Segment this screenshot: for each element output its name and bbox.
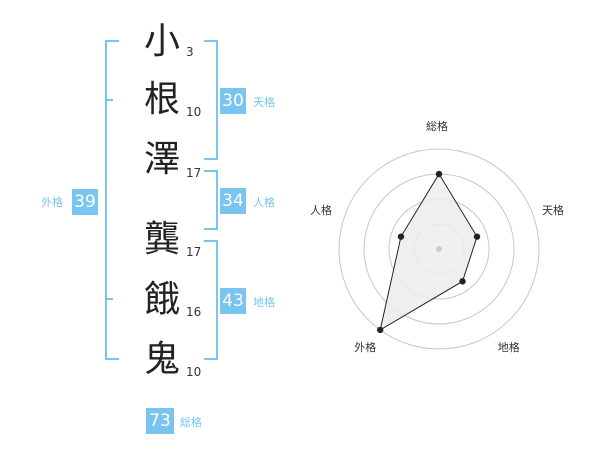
radar-axis-label: 総格 bbox=[426, 120, 448, 133]
tenkaku-bracket bbox=[204, 40, 218, 160]
stroke-count: 3 bbox=[186, 45, 194, 59]
jinkaku-value-badge: 34 bbox=[220, 188, 246, 214]
stroke-count: 16 bbox=[186, 305, 202, 319]
radar-data-point bbox=[435, 170, 443, 178]
stroke-count: 10 bbox=[186, 105, 202, 119]
tenkaku-value-badge: 30 bbox=[220, 88, 246, 114]
stroke-count: 10 bbox=[186, 365, 202, 379]
radar-data-point bbox=[397, 233, 405, 240]
radar-center-dot bbox=[436, 246, 442, 252]
chikaku-label: 地格 bbox=[253, 296, 275, 309]
radar-axis-label: 地格 bbox=[497, 340, 520, 354]
name-char: 鬼 bbox=[143, 339, 180, 380]
radar-axis-label: 天格 bbox=[542, 204, 565, 218]
name-char: 澤 bbox=[143, 139, 180, 180]
stroke-count: 17 bbox=[186, 166, 202, 180]
soukaku-label: 総格 bbox=[180, 416, 202, 429]
name-char: 餓 bbox=[143, 279, 180, 320]
gaikaku-label: 外格 bbox=[41, 196, 63, 209]
stroke-count: 17 bbox=[186, 245, 202, 259]
name-char: 龔 bbox=[143, 219, 180, 260]
bracket-tick bbox=[105, 99, 113, 101]
chikaku-value-badge: 43 bbox=[220, 288, 246, 314]
name-char: 小 bbox=[143, 21, 180, 62]
soukaku-value-badge: 73 bbox=[146, 408, 174, 434]
tenkaku-label: 天格 bbox=[253, 96, 275, 109]
radar-data-point bbox=[459, 278, 466, 285]
radar-data-point bbox=[473, 233, 481, 240]
jinkaku-label: 人格 bbox=[253, 196, 275, 209]
jinkaku-bracket bbox=[204, 170, 218, 230]
chikaku-bracket bbox=[204, 240, 218, 360]
gaikaku-bracket bbox=[105, 40, 119, 360]
radar-grid-ring bbox=[338, 148, 540, 350]
radar-data-polygon bbox=[379, 173, 478, 331]
name-char: 根 bbox=[143, 79, 180, 120]
bracket-tick bbox=[105, 298, 113, 300]
radar-axis-label: 外格 bbox=[354, 340, 377, 354]
radar-data-point bbox=[377, 326, 384, 334]
gaikaku-value-badge: 39 bbox=[72, 189, 98, 215]
radar-axis-label: 人格 bbox=[309, 204, 332, 218]
